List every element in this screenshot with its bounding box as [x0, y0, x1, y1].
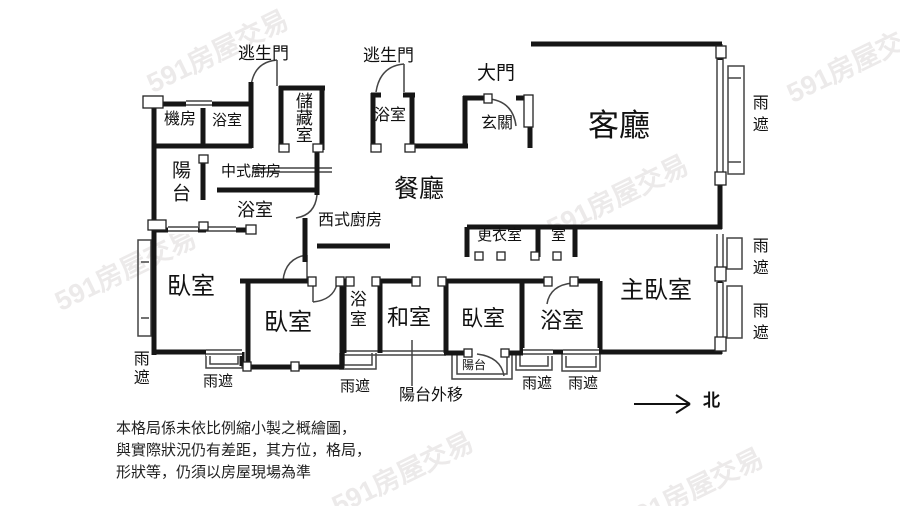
room-label-master-bedroom: 主臥室 — [620, 277, 692, 304]
awning-label-bottom-2: 雨遮 — [340, 378, 371, 395]
room-label-living: 客廳 — [588, 108, 650, 143]
room-label-closet: 室 — [551, 227, 567, 244]
room-label-bath-top-2: 浴室 — [374, 107, 407, 124]
door-label-main: 大門 — [477, 63, 516, 84]
room-label-bedroom-3: 臥室 — [461, 306, 506, 331]
disclaimer-line-2: 與實際狀況仍有差距，其方位，格局， — [116, 442, 372, 459]
awning-label-right-low: 雨遮 — [749, 302, 767, 346]
disclaimer-text: 本格局係未依比例縮小製之概繪圖， 與實際狀況仍有差距，其方位，格局， 形狀等，仍… — [116, 418, 371, 484]
room-label-balcony-left: 陽台 — [168, 160, 190, 206]
room-label-entry-hall: 玄關 — [481, 115, 514, 132]
disclaimer-line-3: 形狀等，仍須以房屋現場為準 — [116, 464, 312, 481]
north-label: 北 — [703, 391, 720, 410]
room-label-bath-top-1: 浴室 — [212, 112, 243, 129]
door-label-escape-2: 逃生門 — [363, 46, 414, 65]
room-label-kitchen-western: 西式廚房 — [318, 212, 383, 229]
room-label-bath-bottom-right: 浴室 — [540, 308, 585, 333]
room-label-kitchen-chinese: 中式廚房 — [221, 163, 282, 180]
room-label-balcony-small: 陽台 — [462, 358, 487, 372]
room-label-storage: 儲藏室 — [292, 92, 312, 143]
room-label-tatami: 和室 — [387, 305, 432, 330]
disclaimer-line-1: 本格局係未依比例縮小製之概繪圖， — [116, 420, 357, 437]
room-label-bath-bottom-left: 浴室 — [346, 290, 366, 330]
door-label-escape-1: 逃生門 — [238, 44, 289, 63]
awning-label-bottom-4: 雨遮 — [568, 375, 599, 392]
note-balcony-moved: 陽台外移 — [399, 387, 464, 404]
room-label-bedroom-2: 臥室 — [264, 309, 312, 336]
awning-label-right-top: 雨遮 — [749, 94, 767, 138]
awning-label-right-mid: 雨遮 — [749, 237, 767, 281]
room-label-dining: 餐廳 — [394, 175, 445, 203]
north-arrow-icon — [634, 394, 691, 414]
room-label-machine: 機房 — [164, 111, 197, 128]
awning-label-bottom-1: 雨遮 — [203, 373, 234, 390]
room-label-bedroom-1: 臥室 — [167, 273, 215, 300]
room-label-bath-mid: 浴室 — [237, 200, 273, 220]
room-label-dressing: 更衣室 — [477, 227, 523, 244]
awning-label-left: 雨遮 — [130, 350, 148, 388]
awning-label-bottom-3: 雨遮 — [522, 375, 553, 392]
